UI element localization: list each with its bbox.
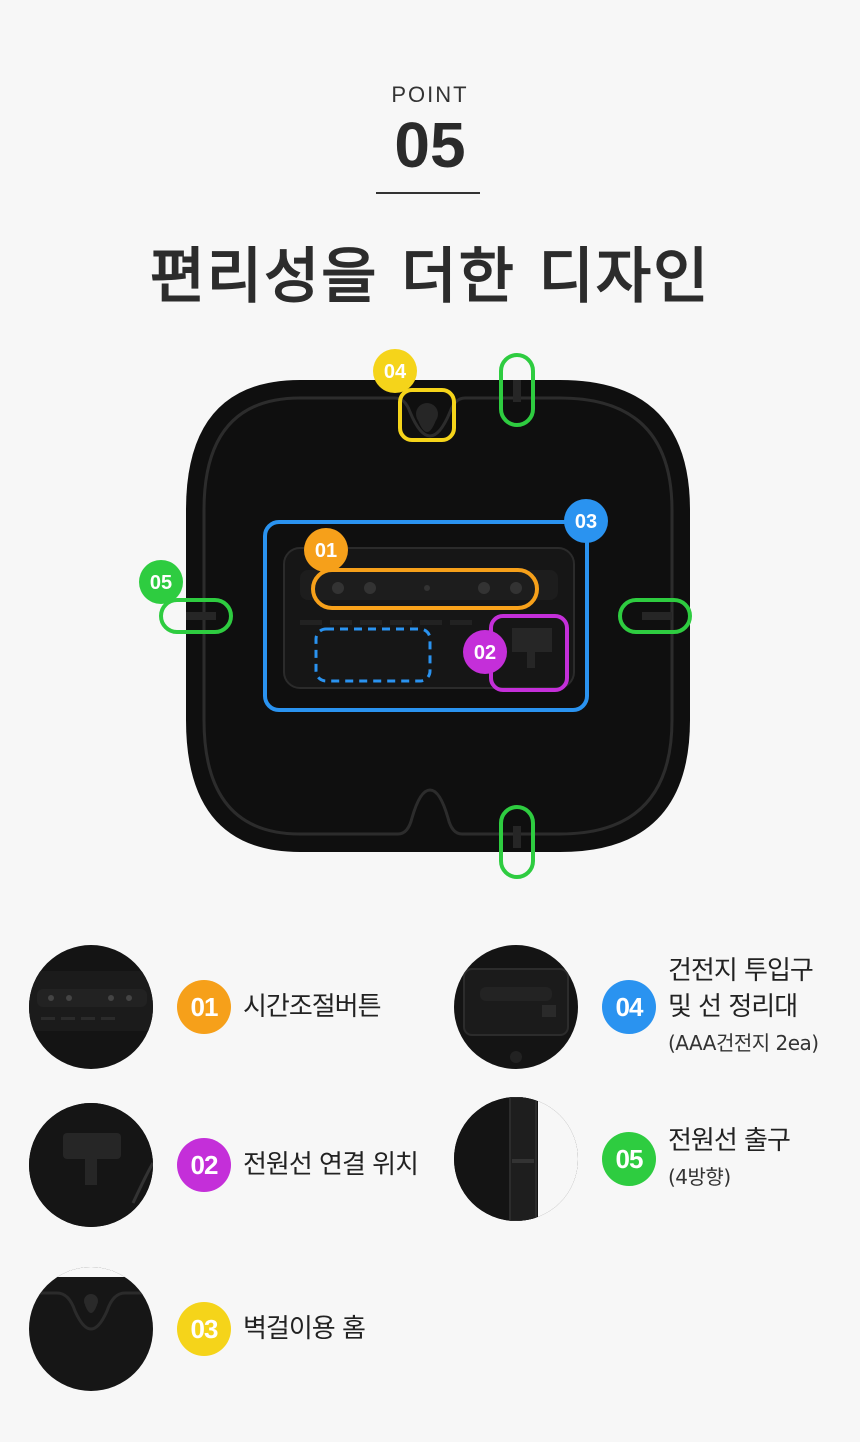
callout-05-right-outline <box>618 598 692 634</box>
svg-text:05: 05 <box>150 572 172 594</box>
feature-05-label: 전원선 출구 (4방향) <box>668 1123 791 1195</box>
feature-02-thumbnail <box>29 1103 153 1227</box>
feature-05-label-main: 전원선 출구 <box>668 1126 791 1156</box>
feature-04-badge: 04 <box>602 980 656 1034</box>
callout-05-bottom-outline <box>499 805 535 879</box>
battery-cover-outline <box>314 627 432 683</box>
callout-03-badge: 03 <box>564 499 608 543</box>
point-number: 05 <box>394 109 466 181</box>
headline: 편리성을 더한 디자인 <box>149 242 711 312</box>
callout-04-badge: 04 <box>373 349 417 393</box>
callout-03-outline <box>263 520 589 712</box>
feature-05-sublabel: (4방향) <box>668 1165 731 1189</box>
callout-04-outline <box>398 388 456 442</box>
feature-04: 04 건전지 투입구 및 선 정리대 (AAA건전지 2ea) <box>454 945 819 1069</box>
svg-text:01: 01 <box>315 540 337 562</box>
svg-text:02: 02 <box>474 642 496 664</box>
callout-01-badge: 01 <box>304 528 348 572</box>
callout-01-outline <box>311 568 539 610</box>
feature-05: 05 전원선 출구 (4방향) <box>454 1097 791 1221</box>
feature-04-label-line2: 및 선 정리대 <box>668 992 798 1022</box>
feature-01-badge: 01 <box>177 980 231 1034</box>
feature-02-badge: 02 <box>177 1138 231 1192</box>
callout-02-badge: 02 <box>463 630 507 674</box>
feature-02-label: 전원선 연결 위치 <box>243 1150 419 1180</box>
feature-03: 03 벽걸이용 홈 <box>29 1267 366 1391</box>
svg-text:03: 03 <box>575 511 597 533</box>
callout-05-left-outline <box>159 598 233 634</box>
point-label: POINT <box>391 82 469 107</box>
feature-03-thumbnail <box>29 1267 153 1391</box>
callout-05-badge: 05 <box>139 560 183 604</box>
feature-04-sublabel: (AAA건전지 2ea) <box>668 1031 819 1055</box>
point-divider <box>376 192 480 194</box>
feature-01-thumbnail <box>29 945 153 1069</box>
feature-03-badge: 03 <box>177 1302 231 1356</box>
feature-05-thumbnail <box>454 1097 578 1221</box>
feature-04-thumbnail <box>454 945 578 1069</box>
feature-01-label: 시간조절버튼 <box>243 992 382 1022</box>
callout-05-top-outline <box>499 353 535 427</box>
feature-04-label: 건전지 투입구 및 선 정리대 (AAA건전지 2ea) <box>668 953 819 1061</box>
product-back-diagram: 04 03 01 05 02 <box>139 349 692 879</box>
feature-05-badge: 05 <box>602 1132 656 1186</box>
feature-04-label-line1: 건전지 투입구 <box>668 956 814 986</box>
feature-03-label: 벽걸이용 홈 <box>243 1314 366 1344</box>
feature-01: 01 시간조절버튼 <box>29 945 382 1069</box>
feature-02: 02 전원선 연결 위치 <box>29 1103 419 1227</box>
svg-text:04: 04 <box>384 361 407 383</box>
